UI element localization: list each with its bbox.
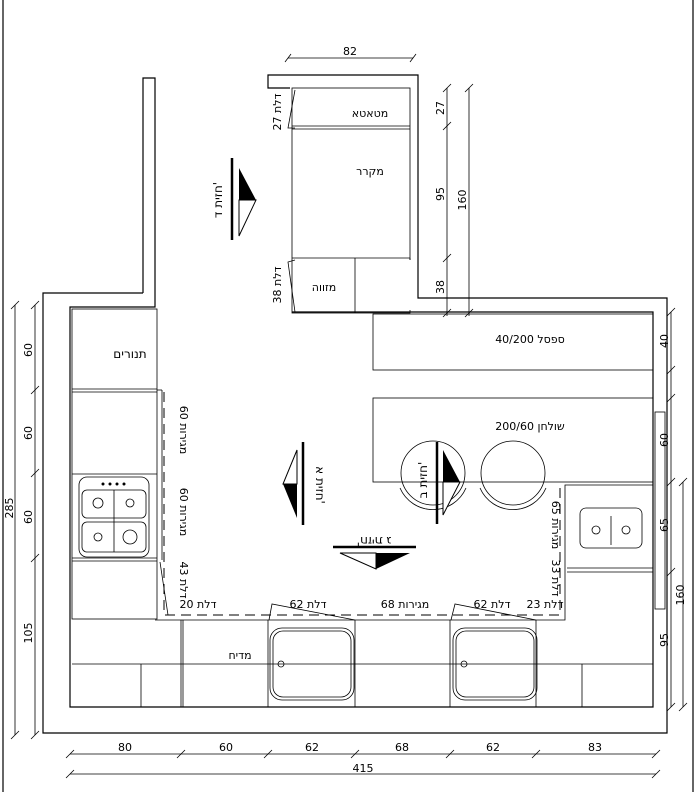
stool-icon (399, 440, 467, 510)
outer-wall (42, 74, 668, 734)
drawer-clearance-line (163, 392, 561, 616)
fridge-column: מטאטא מקרר מזווה דלת 27 דלת 38 (271, 87, 417, 314)
svg-text:62: 62 (305, 741, 319, 754)
drawers-68-label: מגירות 68 (381, 598, 429, 611)
door-38-label: דלת 38 (271, 267, 284, 304)
fridge-label: מקרר (356, 165, 384, 178)
bottom-cabinets: מדיח (72, 484, 653, 707)
svg-text:27: 27 (434, 101, 447, 115)
svg-text:חזית ד': חזית ד' (211, 182, 225, 218)
svg-text:160: 160 (674, 585, 687, 606)
elevation-marker-c: חזית ג' (333, 534, 416, 570)
door-33-label: דלת 33 (549, 560, 562, 597)
table-label: שולחן 200/60 (495, 420, 565, 433)
dimension-lines: 82 27 95 38 160 40 60 65 95 160 60 60 60… (3, 45, 688, 779)
svg-text:285: 285 (3, 498, 16, 519)
svg-text:60: 60 (22, 510, 35, 524)
door-23-label: דלת 23 (527, 598, 564, 611)
bench (372, 313, 654, 371)
svg-text:חזית ב': חזית ב' (416, 462, 430, 499)
svg-text:60: 60 (658, 433, 671, 447)
cooktop-icon (78, 476, 150, 558)
small-cooktop-icon (579, 507, 643, 549)
svg-text:83: 83 (588, 741, 602, 754)
dishwasher-label: מדיח (228, 649, 251, 662)
ovens-label: תנורים (113, 347, 146, 361)
svg-text:95: 95 (658, 633, 671, 647)
pantry-label: מזווה (312, 281, 336, 294)
elevation-marker-d: חזית ד' (211, 158, 257, 240)
svg-text:חזית ג': חזית ג' (357, 534, 392, 548)
drawers-60a-label: מגירות 60 (177, 406, 190, 454)
svg-text:160: 160 (456, 190, 469, 211)
left-cabinets: תנורים (71, 308, 163, 620)
svg-text:415: 415 (353, 762, 374, 775)
drawers-60b-label: מגירות 60 (177, 488, 190, 536)
sink-icon (269, 627, 355, 701)
door-20-label: דלת 20 (180, 598, 217, 611)
door-43-label: דלת 43 (177, 562, 190, 599)
elevation-marker-b: חזית ב' (416, 442, 461, 524)
svg-text:68: 68 (395, 741, 409, 754)
svg-text:62: 62 (486, 741, 500, 754)
bench-label: ספסל 40/200 (495, 333, 565, 346)
svg-text:60: 60 (219, 741, 233, 754)
svg-text:חזית א': חזית א' (313, 466, 327, 504)
elevation-marker-a: חזית א' (282, 442, 327, 525)
svg-text:60: 60 (22, 343, 35, 357)
svg-text:95: 95 (434, 187, 447, 201)
svg-text:65: 65 (658, 518, 671, 532)
sink-icon (452, 627, 538, 701)
broom-closet-label: מטאטא (352, 107, 388, 120)
door-62a-label: דלת 62 (290, 598, 327, 611)
stool-icon (479, 440, 547, 510)
svg-text:40: 40 (658, 334, 671, 348)
svg-text:60: 60 (22, 426, 35, 440)
svg-text:105: 105 (22, 623, 35, 644)
svg-text:82: 82 (343, 45, 357, 58)
door-62b-label: דלת 62 (474, 598, 511, 611)
drawers-65-label: מגירות 65 (549, 501, 562, 549)
table (372, 397, 654, 483)
svg-text:38: 38 (434, 280, 447, 294)
window (654, 411, 666, 610)
svg-text:80: 80 (118, 741, 132, 754)
door-27-label: דלת 27 (271, 94, 284, 131)
